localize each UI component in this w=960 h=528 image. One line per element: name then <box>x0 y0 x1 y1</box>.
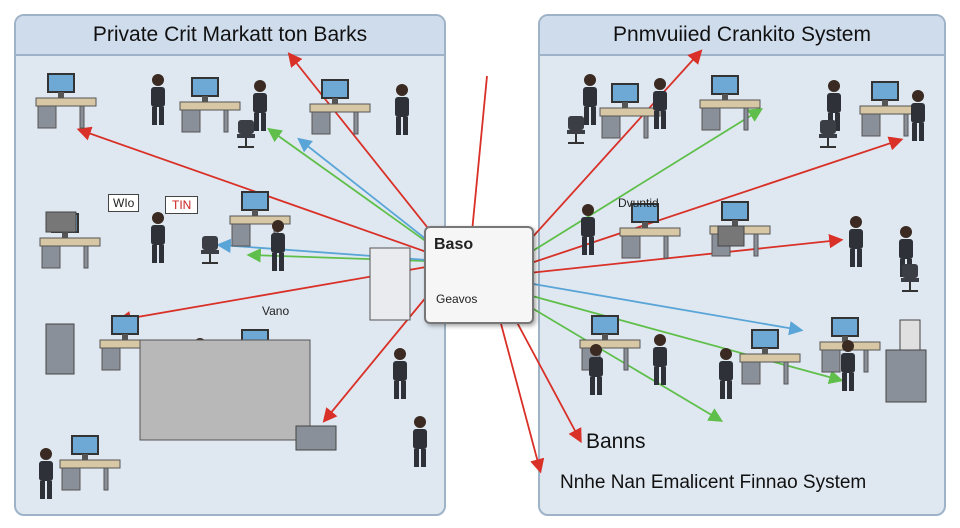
red-arrow-line <box>509 136 904 271</box>
red-arrow-line <box>509 49 703 263</box>
computer-monitor-icon <box>309 79 371 135</box>
blue-arrow-line <box>216 238 456 263</box>
red-arrow-line <box>499 319 545 474</box>
server-icon <box>885 349 927 403</box>
banks-label: Banns <box>586 430 646 453</box>
left-panel-title: Private Crit Markatt ton Barks <box>16 16 444 56</box>
printer-icon <box>295 425 337 451</box>
office-chair-icon <box>237 120 255 148</box>
right-small-label: Dvuntid <box>618 196 659 210</box>
office-worker-icon <box>39 448 53 499</box>
blue-arrow-line <box>509 279 804 336</box>
green-arrow-line <box>509 289 844 385</box>
computer-monitor-icon <box>739 329 801 385</box>
office-chair-icon <box>819 120 837 148</box>
office-chair-icon <box>567 116 585 144</box>
office-worker-icon <box>271 220 285 271</box>
office-worker-icon <box>413 416 427 467</box>
sign-card-label: TIN <box>165 196 199 214</box>
floor-label: Vano <box>262 304 290 318</box>
green-arrow-line <box>509 108 764 266</box>
office-worker-icon <box>151 74 165 125</box>
computer-monitor-icon <box>699 75 761 131</box>
hub-top-label: Baso <box>434 236 474 253</box>
office-worker-icon <box>589 344 603 395</box>
computer-monitor-icon <box>619 203 681 259</box>
red-arrow-line <box>471 75 488 233</box>
server-icon <box>899 319 921 351</box>
office-worker-icon <box>849 216 863 267</box>
green-arrow-line <box>246 248 456 263</box>
system-label: Nnhe Nan Emalicent Finnao System <box>560 472 867 493</box>
printer-icon <box>717 225 745 247</box>
office-chair-icon <box>901 264 919 292</box>
office-worker-icon <box>653 334 667 385</box>
office-worker-icon <box>841 340 855 391</box>
hub-bottom-label: Geavos <box>436 292 478 306</box>
office-worker-icon <box>581 204 595 255</box>
office-worker-icon <box>583 74 597 125</box>
computer-monitor-icon <box>35 73 97 129</box>
computer-monitor-icon <box>59 435 121 491</box>
right-panel-title: Pnmvuiied Crankito System <box>540 16 944 56</box>
green-arrow-line <box>509 294 724 422</box>
sign-left-label: WIo <box>108 194 140 212</box>
red-arrow-line <box>509 233 844 276</box>
office-worker-icon <box>653 78 667 129</box>
office-desk-icon <box>139 339 311 441</box>
office-chair-icon <box>201 236 219 264</box>
central-hub-box: Baso Geavos <box>424 226 534 324</box>
office-worker-icon <box>395 84 409 135</box>
printer-icon <box>45 211 77 233</box>
router-rack-icon <box>369 247 411 321</box>
server-icon <box>45 323 75 375</box>
office-worker-icon <box>151 212 165 263</box>
office-worker-icon <box>911 90 925 141</box>
computer-monitor-icon <box>179 77 241 133</box>
office-worker-icon <box>393 348 407 399</box>
office-worker-icon <box>253 80 267 131</box>
office-worker-icon <box>719 348 733 399</box>
